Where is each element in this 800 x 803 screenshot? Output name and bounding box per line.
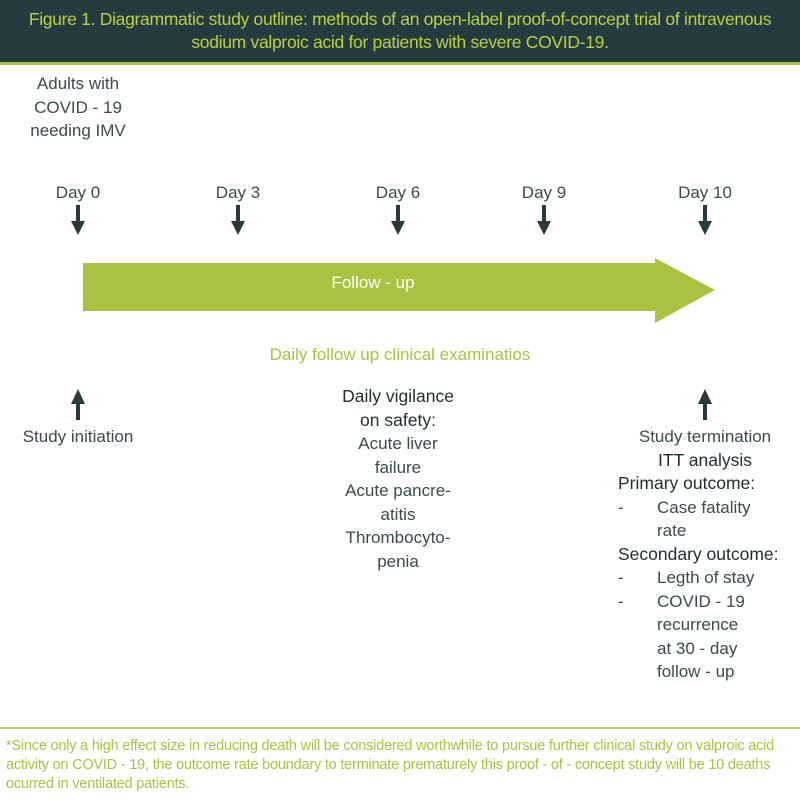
item-line: rate <box>657 521 687 540</box>
figure-header: Figure 1. Diagrammatic study outline: me… <box>0 0 800 65</box>
day-label: Day 9 <box>521 183 567 202</box>
day-label: Day 3 <box>215 183 261 202</box>
bullet: - <box>618 591 624 611</box>
item-line: follow - up <box>657 662 735 681</box>
population-label: Adults with COVID - 19 needing IMV <box>30 72 125 143</box>
secondary-outcome-item: - COVID - 19 recurrence at 30 - day foll… <box>618 590 779 684</box>
safety-item: atitis <box>380 504 416 524</box>
study-termination-label: Study termination <box>638 427 772 446</box>
up-arrow-icon <box>698 389 712 420</box>
item-line: at 30 - day <box>657 638 738 658</box>
daily-exams-label: Daily follow up clinical examinatios <box>269 345 531 364</box>
down-arrow-icon <box>231 205 245 235</box>
safety-item: Thrombocyto- <box>345 528 451 547</box>
safety-item: Acute liver <box>358 434 438 453</box>
safety-item: penia <box>377 551 419 571</box>
safety-heading: Daily vigilance <box>342 386 454 406</box>
day-label: Day 10 <box>678 183 732 202</box>
down-arrow-icon <box>537 205 551 235</box>
primary-outcome-item: - Case fatality rate <box>618 496 779 543</box>
item-line: Legth of stay <box>657 568 755 587</box>
bullet: - <box>618 568 624 587</box>
footnote-text: *Since only a high effect size in reduci… <box>6 738 775 792</box>
safety-item: Acute pancre- <box>345 481 451 500</box>
itt-analysis-label: ITT analysis <box>657 450 753 470</box>
secondary-outcome-item: - Legth of stay <box>618 566 779 590</box>
item-line: recurrence <box>657 615 739 634</box>
day-label: Day 6 <box>375 183 421 202</box>
secondary-outcome-heading: Secondary outcome: <box>618 543 779 564</box>
follow-up-arrow <box>83 258 715 323</box>
down-arrow-icon <box>391 205 405 235</box>
population-line: needing IMV <box>30 121 126 140</box>
primary-outcome-heading: Primary outcome: <box>618 473 756 493</box>
down-arrow-icon <box>698 205 712 235</box>
item-line: Case fatality <box>657 497 751 517</box>
study-initiation-label: Study initiation <box>22 427 134 446</box>
day-label: Day 0 <box>55 183 101 202</box>
outcomes-block: Primary outcome: - Case fatality rate Se… <box>618 472 779 684</box>
figure-title: Figure 1. Diagrammatic study outline: me… <box>28 9 772 52</box>
bullet: - <box>618 497 624 517</box>
safety-item: failure <box>374 457 422 477</box>
item-line: COVID - 19 <box>657 591 745 611</box>
safety-heading: on safety: <box>360 409 436 430</box>
population-line: COVID - 19 <box>34 97 122 117</box>
safety-block: Daily vigilance on safety: Acute liver f… <box>342 385 454 573</box>
population-line: Adults with <box>36 74 120 93</box>
footnote: *Since only a high effect size in reduci… <box>0 727 800 794</box>
up-arrow-icon <box>71 389 85 420</box>
down-arrow-icon <box>71 205 85 235</box>
follow-up-label: Follow - up <box>331 273 415 292</box>
